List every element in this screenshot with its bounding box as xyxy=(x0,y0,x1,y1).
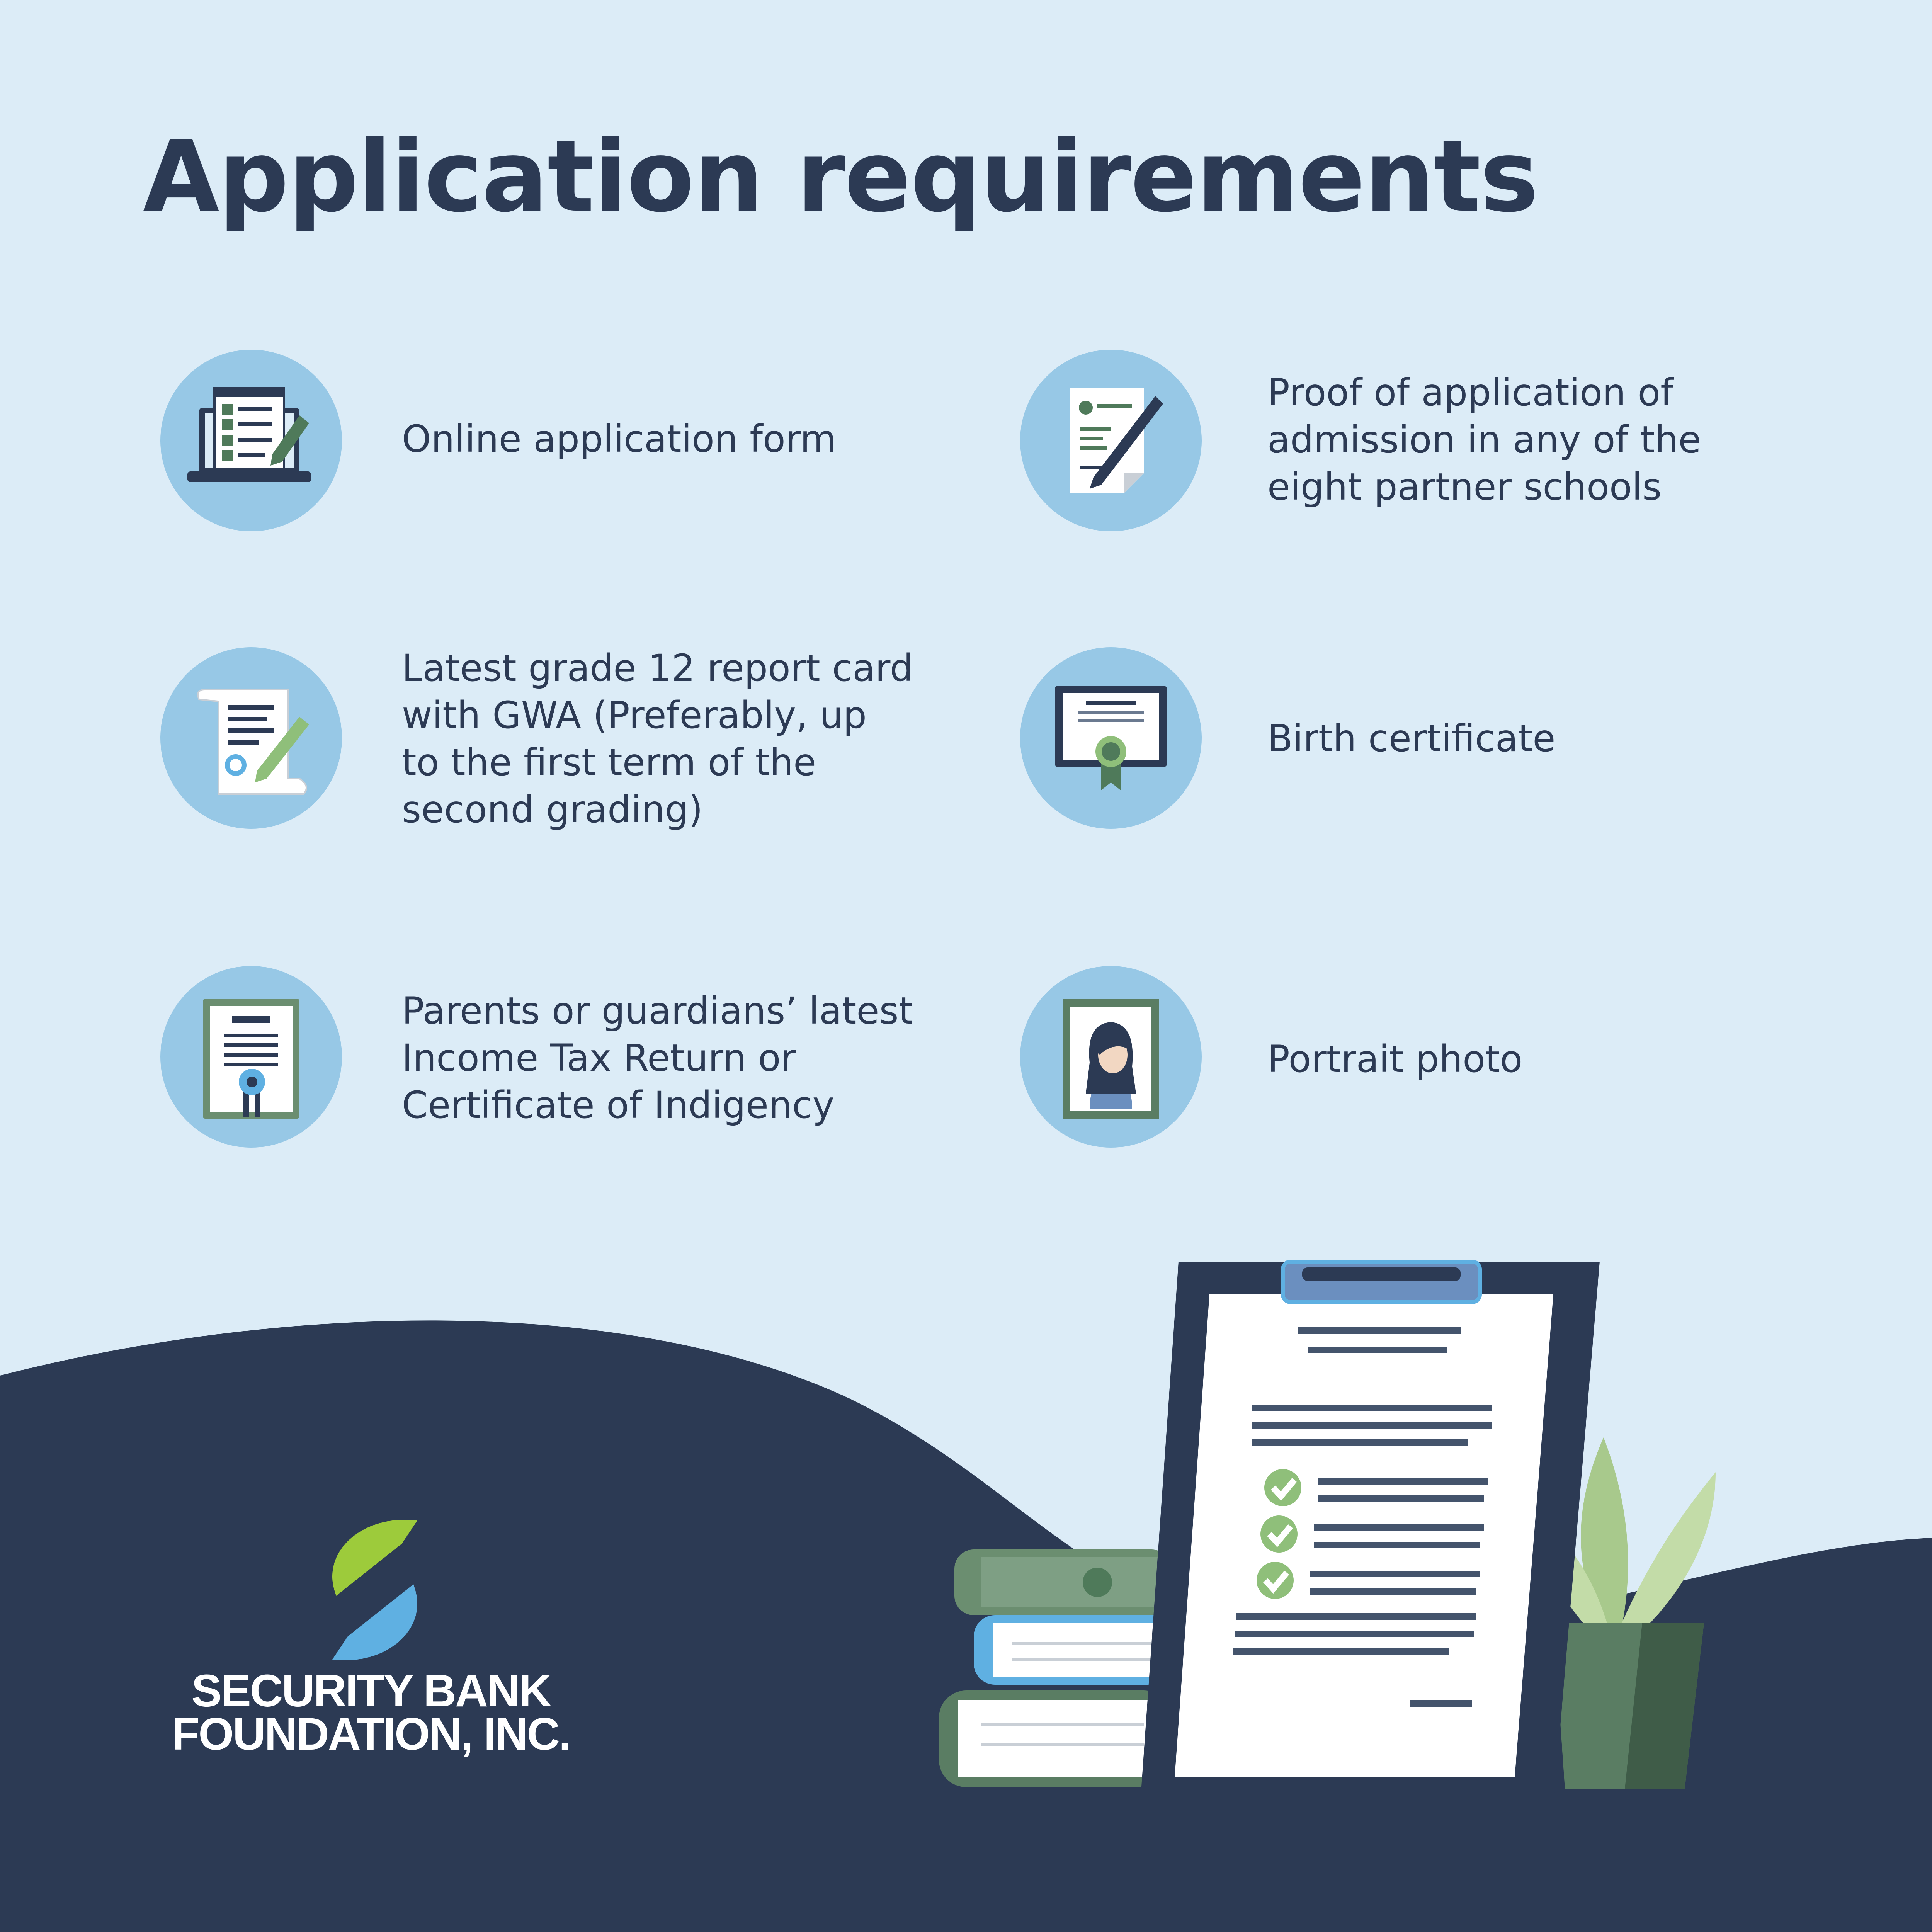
brand-name: SECURITY BANK FOUNDATION, INC. xyxy=(162,1665,580,1760)
page-title: Application requirements xyxy=(143,119,1539,234)
brand-name-line1: SECURITY BANK xyxy=(191,1665,551,1716)
books-stack xyxy=(939,1549,1175,1787)
requirement-text: Proof of application of admission in any… xyxy=(1267,371,1701,509)
laptop-form-icon xyxy=(160,350,342,531)
security-bank-logo-icon xyxy=(332,1519,417,1661)
signed-document-icon xyxy=(1020,350,1202,531)
requirement-text: Online application form xyxy=(402,417,837,461)
requirement-text: Portrait photo xyxy=(1267,1037,1523,1081)
requirement-text: Birth certificate xyxy=(1267,717,1556,760)
report-card-scroll-icon xyxy=(160,647,342,829)
clipboard xyxy=(1140,1260,1600,1808)
potted-plant xyxy=(1522,1437,1716,1789)
requirement-text: Latest grade 12 report card with GWA (Pr… xyxy=(402,646,913,831)
birth-certificate-icon xyxy=(1020,647,1202,829)
brand-name-line2: FOUNDATION, INC. xyxy=(172,1709,571,1760)
portrait-frame-icon xyxy=(1020,966,1202,1148)
requirement-text: Parents or guardians’ latest Income Tax … xyxy=(402,989,913,1127)
tax-certificate-icon xyxy=(160,966,342,1148)
